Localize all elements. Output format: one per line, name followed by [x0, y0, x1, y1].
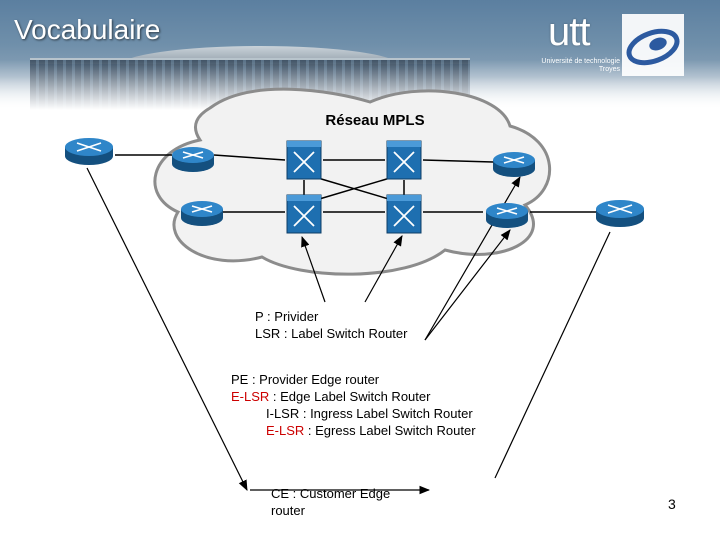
router-icon: [596, 200, 644, 227]
elsr-description: : Edge Label Switch Router: [269, 389, 431, 404]
logo-subtitle-1: Université de technologie: [541, 58, 620, 65]
ce-label-line1: CE : Customer Edge: [271, 486, 391, 501]
elsr-acronym: E-LSR: [231, 389, 270, 404]
router-icons: [65, 138, 644, 228]
mpls-cloud: [153, 87, 551, 276]
egress-label: E-LSR : Egress Label Switch Router: [266, 422, 476, 439]
router-icon: [486, 203, 528, 228]
label-switch-router-icon: [386, 140, 422, 180]
pe-label: PE : Provider Edge router: [231, 372, 380, 387]
egress-description: : Egress Label Switch Router: [304, 423, 476, 438]
utt-logo-icon: [622, 14, 684, 76]
p-label: P : Privider: [255, 309, 319, 324]
elsr-label: E-LSR : Edge Label Switch Router: [231, 388, 430, 405]
slide-title: Vocabulaire: [14, 14, 161, 45]
lsr-icons: [286, 140, 422, 234]
label-switch-router-icon: [286, 194, 322, 234]
label-switch-router-icon: [286, 140, 322, 180]
label-switch-router-icon: [386, 194, 422, 234]
ilsr-label: I-LSR : Ingress Label Switch Router: [266, 406, 473, 421]
cloud-label: Réseau MPLS: [325, 112, 425, 129]
router-icon: [172, 147, 214, 172]
router-icon: [181, 201, 223, 226]
annotation-arrows: [86, 167, 611, 495]
router-icon: [65, 138, 113, 165]
lsr-label: LSR : Label Switch Router: [255, 326, 408, 341]
utt-logo-text: utt: [548, 10, 590, 54]
router-icon: [493, 152, 535, 177]
egress-acronym: E-LSR: [266, 423, 305, 438]
ce-label-line2: router: [271, 503, 305, 518]
logo-subtitle-2: Troyes: [598, 66, 620, 73]
page-number: 3: [668, 496, 676, 512]
network-links: [115, 154, 596, 213]
